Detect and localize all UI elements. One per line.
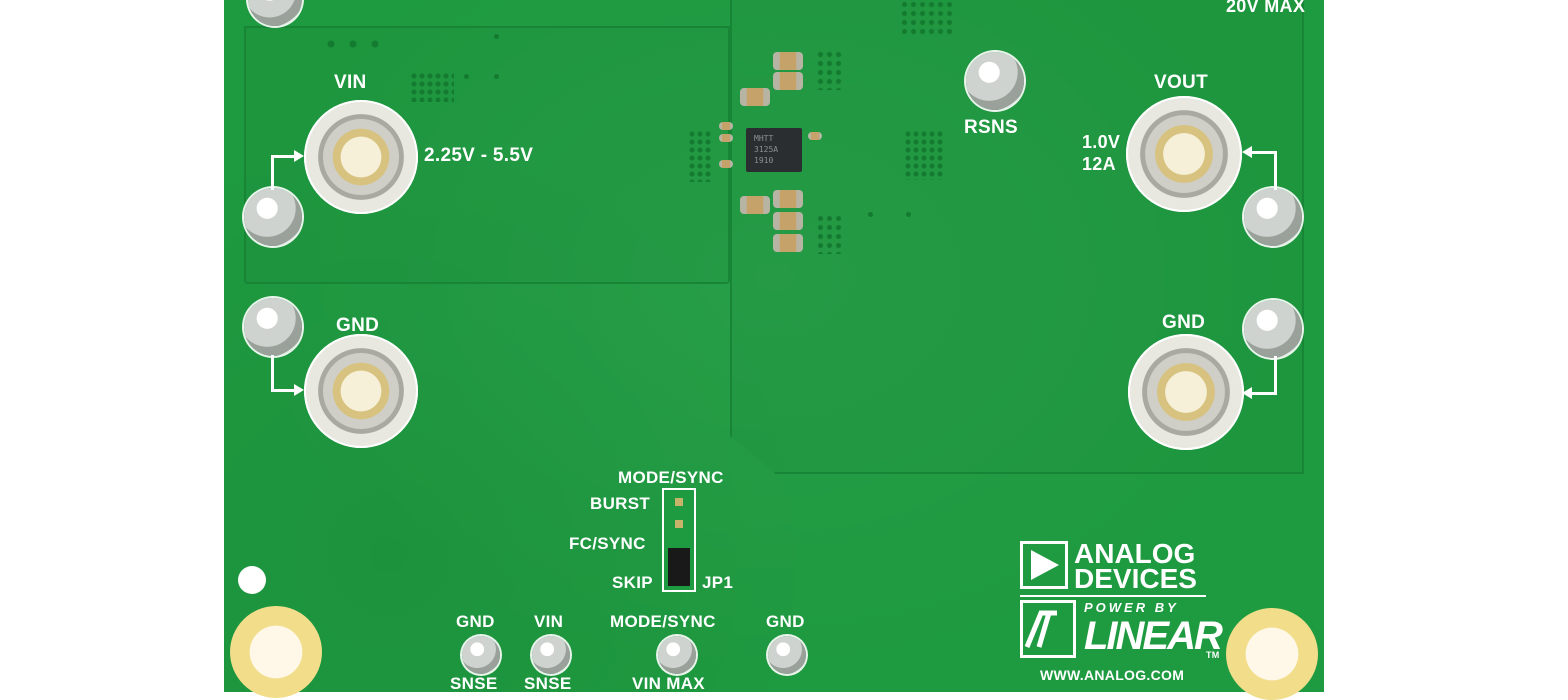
pcb-board: 20V MAX VIN 2.25V - 5.5V GND MHTT 3125A … <box>224 0 1324 700</box>
capacitor <box>773 212 803 230</box>
jumper-burst-label: BURST <box>590 494 651 513</box>
jp1-header[interactable] <box>662 488 696 592</box>
chip-marking-3: 1910 <box>754 156 774 165</box>
gnd-left-arrow-head <box>294 384 304 396</box>
vout-arrow-line-v <box>1274 152 1277 190</box>
vin-terminal-post[interactable] <box>304 100 418 214</box>
gnd-right-arrow-line-h <box>1252 392 1277 395</box>
chip-marking-2: 3125A <box>754 145 779 154</box>
rsns-label: RSNS <box>964 117 1018 138</box>
bottom-terminal-3-top-label: MODE/SYNC <box>610 612 716 631</box>
brand-website: WWW.ANALOG.COM <box>1040 667 1185 683</box>
vout-sense-turret[interactable] <box>1244 188 1302 246</box>
corner-label: 20V MAX <box>1226 0 1306 16</box>
small-capacitor <box>719 160 733 168</box>
vin-arrow-line-v <box>271 156 274 190</box>
brand-divider <box>1020 595 1206 597</box>
bottom-terminal-2-top-label: VIN <box>534 612 564 631</box>
via <box>868 212 873 217</box>
brand-power-by: POWER BY <box>1084 600 1179 615</box>
capacitor <box>773 190 803 208</box>
vout-voltage-label: 1.0V <box>1082 132 1121 152</box>
gnd-right-sense-turret[interactable] <box>1244 300 1302 358</box>
gnd-left-terminal-post[interactable] <box>304 334 418 448</box>
via-field-right <box>904 130 944 180</box>
vin-range-label: 2.25V - 5.5V <box>424 145 534 166</box>
chip-marking-1: MHTT <box>754 134 774 143</box>
via-field-vin-2 <box>410 72 454 102</box>
vout-arrow-head <box>1242 146 1252 158</box>
via <box>494 74 499 79</box>
fiducial <box>238 566 266 594</box>
brand-linear: LINEAR <box>1084 614 1223 658</box>
vout-current-label: 12A <box>1082 154 1116 174</box>
jp1-pin-1 <box>675 498 683 506</box>
bottom-terminal-4-top-label: GND <box>766 612 805 631</box>
capacitor <box>773 234 803 252</box>
rsns-turret[interactable] <box>966 52 1024 110</box>
capacitor <box>773 72 803 90</box>
jumper-fcsync-label: FC/SYNC <box>569 534 646 553</box>
jp1-pin-2 <box>675 520 683 528</box>
bottom-terminal-1-bottom-label: SNSE <box>450 674 498 693</box>
lt-mark-icon <box>1024 610 1057 648</box>
jp1-shunt[interactable] <box>668 548 690 586</box>
small-capacitor <box>719 122 733 130</box>
bottom-terminal-3[interactable] <box>658 636 696 674</box>
jumper-ref-label: JP1 <box>702 573 734 592</box>
capacitor <box>740 196 770 214</box>
gnd-right-label: GND <box>1162 312 1206 333</box>
gnd-right-terminal-ring <box>1141 347 1231 437</box>
via-field-vin <box>320 38 388 50</box>
bottom-terminal-2[interactable] <box>532 636 570 674</box>
via <box>464 74 469 79</box>
via-field-top <box>816 50 844 90</box>
logo-triangle-icon <box>1031 550 1059 580</box>
vout-terminal-ring <box>1139 109 1229 199</box>
gnd-right-arrow-line-v <box>1274 356 1277 394</box>
capacitor <box>740 88 770 106</box>
mounting-hole-right <box>1226 608 1318 700</box>
small-capacitor <box>719 134 733 142</box>
bottom-terminal-2-bottom-label: SNSE <box>524 674 572 693</box>
capacitor <box>773 52 803 70</box>
brand-line2: DEVICES <box>1074 563 1197 594</box>
brand-line1: ANALOG <box>1074 538 1196 569</box>
vin-terminal-ring <box>317 113 405 201</box>
gnd-right-arrow-head <box>1242 387 1252 399</box>
bottom-terminal-3-bottom-label: VIN MAX <box>632 674 705 693</box>
vout-arrow-line-h <box>1252 151 1277 154</box>
via-field-bottom <box>816 214 844 254</box>
jumper-skip-label: SKIP <box>612 573 653 592</box>
brand-tm: TM <box>1206 650 1220 660</box>
vout-plane <box>730 0 1304 474</box>
plane-divider <box>244 26 730 28</box>
vin-arrow-line-h <box>271 155 295 158</box>
gnd-left-arrow-line-h <box>271 389 295 392</box>
bottom-terminal-1-top-label: GND <box>456 612 495 631</box>
top-via-grid <box>900 0 952 36</box>
jumper-title: MODE/SYNC <box>618 468 724 487</box>
bottom-terminal-1[interactable] <box>462 636 500 674</box>
via <box>494 34 499 39</box>
gnd-left-arrow-line-v <box>271 355 274 391</box>
gnd-left-label: GND <box>336 315 380 336</box>
small-capacitor <box>808 132 822 140</box>
gnd-right-terminal-post[interactable] <box>1128 334 1244 450</box>
analog-devices-logo-icon <box>1020 541 1068 589</box>
mounting-hole-left <box>230 606 322 698</box>
regulator-ic: MHTT 3125A 1910 <box>746 128 802 172</box>
vin-label: VIN <box>334 72 367 93</box>
top-left-turret <box>248 0 302 26</box>
vin-sense-turret[interactable] <box>244 188 302 246</box>
gnd-left-terminal-ring <box>317 347 405 435</box>
vin-arrow-head <box>294 150 304 162</box>
via <box>906 212 911 217</box>
bottom-terminal-4[interactable] <box>768 636 806 674</box>
vout-label: VOUT <box>1154 72 1208 93</box>
gnd-left-sense-turret[interactable] <box>244 298 302 356</box>
via-field-left <box>688 130 712 182</box>
linear-logo-icon <box>1020 600 1076 658</box>
vout-terminal-post[interactable] <box>1126 96 1242 212</box>
